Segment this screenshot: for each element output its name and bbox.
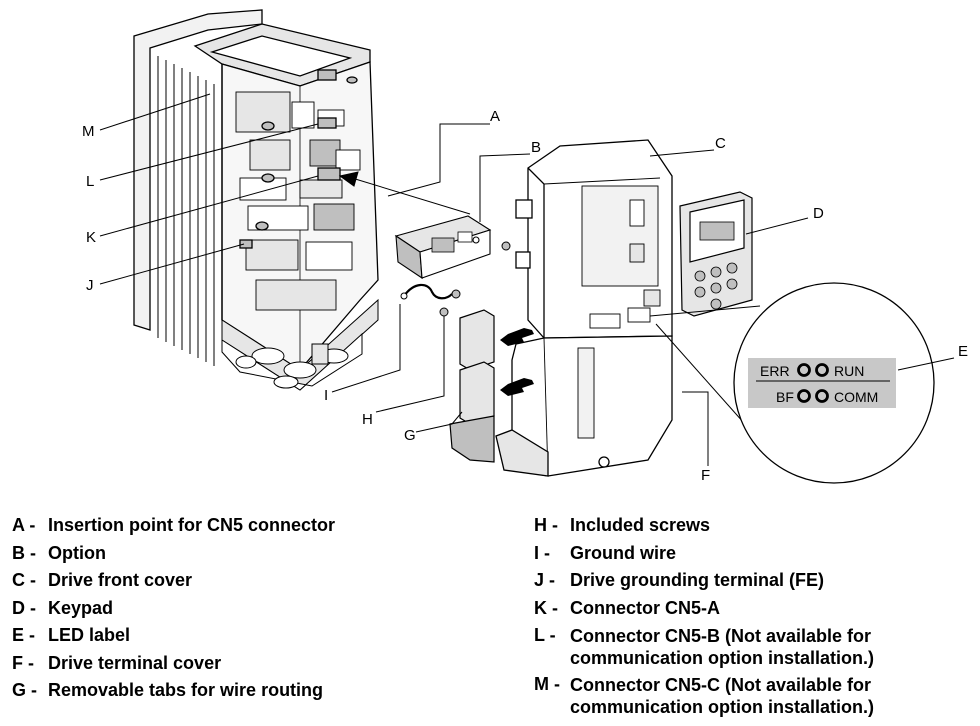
led-run-text: RUN — [834, 363, 864, 379]
legend-key: L - — [534, 625, 556, 645]
legend-text: Drive grounding terminal (FE) — [570, 570, 825, 590]
legend-item: A - Insertion point for CN5 connector — [12, 512, 512, 540]
legend-text: Removable tabs for wire routing — [48, 680, 324, 700]
legend-item: F - Drive terminal cover — [12, 650, 512, 678]
legend-key: F - — [12, 652, 34, 673]
tab-arrows — [500, 328, 534, 396]
legend-text: Ground wire — [570, 542, 677, 563]
exploded-installation-diagram: ERR RUN BF COMM A B C D E F G H I J K L … — [82, 9, 968, 484]
callout-l: L — [86, 173, 94, 190]
legend-item: D - Keypad — [12, 595, 512, 623]
legend-left: A - Insertion point for CN5 connector B -… — [12, 512, 512, 705]
legend-key: H - — [534, 515, 558, 535]
insertion-arrow — [338, 171, 471, 215]
led-err-text: ERR — [760, 363, 790, 379]
drive-terminal-cover — [495, 335, 673, 477]
connector-cn5-c — [317, 69, 337, 81]
callout-m: M — [82, 123, 95, 140]
keypad — [679, 191, 753, 317]
legend-item: L - Connector CN5-B (Not available for co… — [534, 622, 974, 671]
legend-key: K - — [534, 597, 558, 618]
drive-chassis — [133, 9, 379, 391]
legend-text: LED label — [48, 625, 131, 645]
legend-key: G - — [12, 680, 37, 700]
legend-item: B - Option — [12, 540, 512, 568]
legend-text: Option — [48, 542, 106, 563]
callout-h: H — [362, 411, 373, 428]
removable-tabs — [449, 309, 495, 463]
legend-key: M - — [534, 674, 560, 694]
led-label-magnifier — [649, 282, 935, 484]
legend-item: G - Removable tabs for wire routing — [12, 677, 512, 705]
ground-wire — [403, 283, 453, 300]
callout-a: A — [490, 108, 500, 125]
legend-item: M - Connector CN5-C (Not available for co… — [534, 671, 974, 720]
callout-j: J — [86, 277, 94, 294]
legend-key: E - — [12, 625, 36, 645]
legend-key: C - — [12, 570, 36, 590]
callout-b: B — [531, 139, 541, 156]
terminal-block — [221, 298, 379, 391]
legend-right: H - Included screws I - Ground wire J - Dri… — [534, 512, 974, 720]
heatsink-fins — [149, 48, 215, 366]
option-board — [394, 215, 492, 280]
legend-item: C - Drive front cover — [12, 567, 512, 595]
legend-text: Drive terminal cover — [48, 652, 222, 673]
legend-item: J - Drive grounding terminal (FE) — [534, 567, 974, 595]
legend-text: Keypad — [48, 597, 114, 618]
led-comm-text: COMM — [834, 389, 878, 405]
legend-text: Drive front cover — [48, 570, 193, 590]
callout-g: G — [404, 427, 416, 444]
legend-key: D - — [12, 597, 36, 618]
legend-text: Connector CN5-B (Not available for commu… — [570, 626, 874, 668]
legend-item: H - Included screws — [534, 512, 974, 540]
callout-d: D — [813, 205, 824, 222]
legend-text: Connector CN5-A — [570, 597, 721, 618]
callout-f: F — [701, 467, 710, 484]
legend-key: I - — [534, 542, 550, 563]
legend-key: A - — [12, 515, 36, 535]
connector-cn5-a — [317, 167, 341, 181]
legend-key: B - — [12, 542, 36, 563]
legend-item: I - Ground wire — [534, 540, 974, 568]
legend-item: K - Connector CN5-A — [534, 595, 974, 623]
included-screws — [439, 241, 511, 317]
led-bf-text: BF — [776, 389, 794, 405]
drive-grounding-terminal — [239, 239, 253, 249]
keypad-buttons — [694, 262, 738, 310]
callout-e: E — [958, 343, 968, 360]
leader-lines — [99, 93, 955, 466]
callout-k: K — [86, 229, 96, 246]
led-label — [748, 358, 896, 408]
connector-cn5-b — [317, 117, 337, 129]
legend-text: Connector CN5-C (Not available for commu… — [570, 675, 874, 717]
legend-item: E - LED label — [12, 622, 512, 650]
legend-key: J - — [534, 570, 556, 590]
drive-front-cover — [515, 139, 673, 339]
legend-text: Insertion point for CN5 connector — [48, 515, 336, 535]
callout-i: I — [324, 387, 328, 404]
legend-text: Included screws — [570, 515, 711, 535]
standoffs — [255, 76, 358, 231]
callout-c: C — [715, 135, 726, 152]
